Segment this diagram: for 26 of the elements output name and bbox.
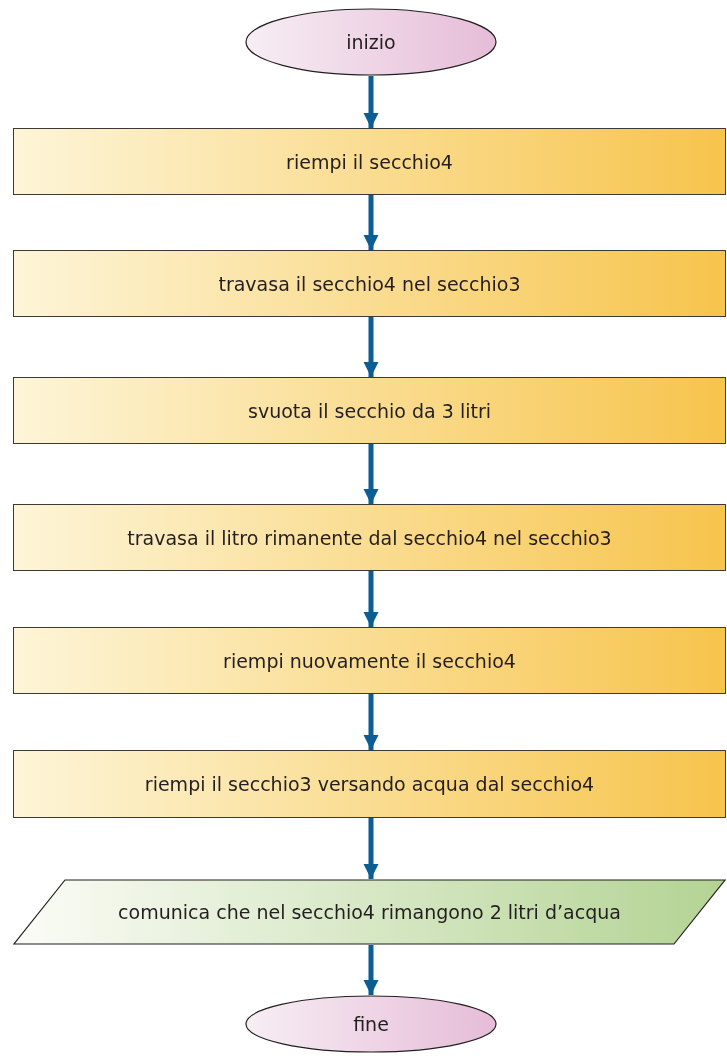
step-label: travasa il litro rimanente dal secchio4 nel secchio3 [127,526,612,549]
step-label: riempi il secchio3 versando acqua dal secchio4 [144,773,595,795]
step-label: riempi nuovamente il secchio4 [223,649,516,672]
flow-arrow [363,76,379,128]
flow-arrow [363,195,379,250]
flow-arrow [363,444,379,504]
step-label: comunica che nel secchio4 rimangono 2 litri d’acqua [118,901,621,923]
step-label: riempi il secchio4 [286,150,453,173]
step-label: svuota il secchio da 3 litri [248,399,491,422]
step-label: inizio [346,31,396,53]
io-parallelogram [13,879,726,945]
step-label: travasa il secchio4 nel secchio3 [218,272,521,295]
flow-arrow [363,317,379,377]
terminal-ellipse [245,995,497,1053]
process-box [13,250,726,317]
flow-arrow [363,571,379,627]
step-label: fine [353,1013,389,1035]
process-box [13,627,726,694]
process-box [13,128,726,195]
flow-arrow [363,694,379,750]
process-box [13,377,726,444]
process-box [13,750,726,818]
process-box [13,504,726,571]
flow-arrow [363,945,379,995]
flow-arrow [363,818,379,879]
terminal-ellipse [245,8,497,76]
